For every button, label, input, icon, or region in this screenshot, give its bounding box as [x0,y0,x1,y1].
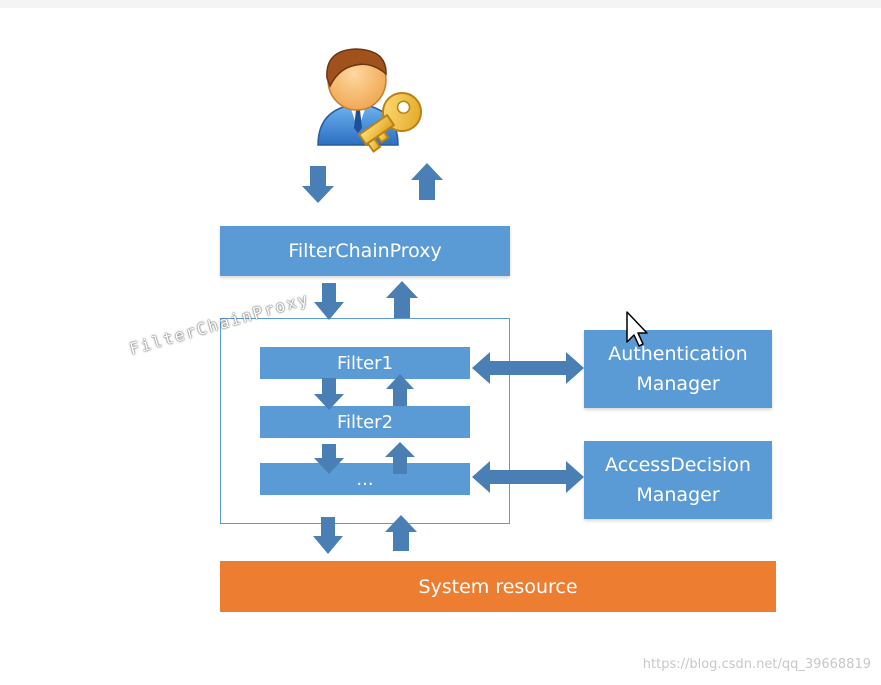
filter2-box: Filter2 [260,406,470,438]
access-decision-manager-box: AccessDecision Manager [584,441,772,519]
filter-chain-proxy-box: FilterChainProxy [220,226,510,276]
arrow-down-filter2 [314,444,344,474]
arrow-down-user [302,166,334,203]
access-decision-manager-line1: AccessDecision [605,454,751,476]
arrow-down-filter1 [314,378,344,410]
arrow-down-resource [313,517,343,554]
arrow-up-filter2 [386,374,414,406]
filter-more-box: ... [260,463,470,495]
system-resource-box: System resource [220,561,776,612]
arrow-up-proxy [386,281,418,318]
authentication-manager-box: Authentication Manager [584,330,772,408]
access-decision-manager-line2: Manager [636,484,720,506]
filter1-label: Filter1 [336,352,394,374]
authentication-manager-line2: Manager [636,373,720,395]
cursor-arrow-icon [626,311,648,347]
filter2-label: Filter2 [336,411,394,433]
arrow-down-proxy [314,283,344,320]
filter-more-label: ... [356,468,374,490]
double-arrow-authentication [472,352,584,384]
filter-chain-proxy-text: FilterChainProxy [288,240,442,262]
arrow-up-resource [385,515,417,551]
filter1-box: Filter1 [260,347,470,379]
arrow-up-user [411,163,443,200]
top-bar [0,0,881,8]
system-resource-label: System resource [418,575,578,598]
authentication-manager-line1: Authentication [608,343,748,365]
double-arrow-access-decision [472,461,584,493]
arrow-up-filter-more [385,442,415,474]
watermark-url: https://blog.csdn.net/qq_39668819 [642,657,871,672]
